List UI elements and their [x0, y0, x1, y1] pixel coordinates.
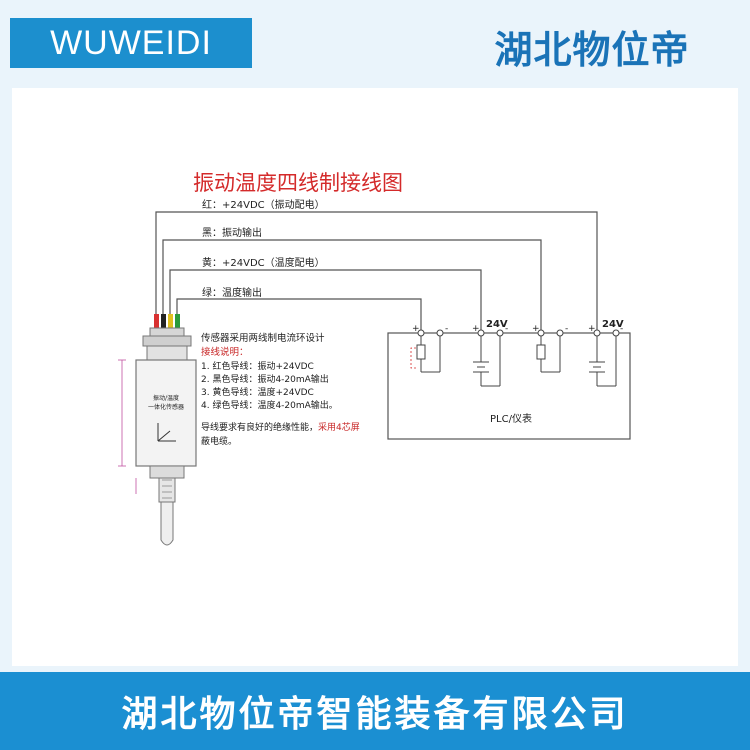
plc-box [387, 332, 631, 440]
wire-label-green: 绿：温度输出 [202, 286, 262, 299]
wire-red-route [155, 211, 598, 330]
channel-1 [416, 329, 504, 387]
notes-subheading: 接线说明： [201, 346, 249, 358]
note-remark-lead: 导线要求有良好的绝缘性能， [201, 421, 318, 433]
channel-2 [536, 329, 620, 387]
wire-end-green [175, 314, 180, 328]
plc-label: PLC/仪表 [490, 412, 532, 425]
wire-label-black: 黑：振动输出 [202, 226, 262, 239]
ch2-supply-label: 24V [602, 319, 624, 330]
sensor-label-line1: 振动/温度 [153, 394, 179, 402]
sensor-label-line2: 一体化传感器 [148, 403, 184, 411]
diagram-panel [12, 88, 738, 666]
axis-mark-icon [157, 423, 176, 442]
note-line-3: 3. 黄色导线：温度+24VDC [201, 386, 314, 398]
wire-end-black [161, 314, 166, 328]
wire-routes [155, 211, 598, 330]
note-line-2: 2. 黑色导线：振动4-20mA输出 [201, 373, 329, 385]
ch1-minus-1: - [445, 324, 448, 334]
ch1-plus-1: + [412, 324, 420, 334]
note-line-1: 1. 红色导线：振动+24VDC [201, 360, 314, 372]
company-full-name: 湖北物位帝智能装备有限公司 [121, 694, 629, 735]
wire-end-yellow [168, 314, 173, 328]
company-short-name: 湖北物位帝 [494, 27, 690, 72]
channel-1-dashed-loop [410, 347, 416, 369]
ch2-plus-2: + [588, 324, 596, 334]
ch1-plus-2: + [472, 324, 480, 334]
ch1-minus-2: - [505, 324, 508, 334]
note-line-4: 4. 绿色导线：温度4-20mA输出。 [201, 399, 338, 411]
wire-end-red [154, 314, 159, 328]
wire-label-yellow: 黄：+24VDC（温度配电） [202, 256, 325, 269]
wire-ends [154, 314, 180, 328]
brand-logo: WUWEIDI [10, 18, 252, 68]
ch1-supply-label: 24V [486, 319, 508, 330]
wire-label-red: 红：+24VDC（振动配电） [202, 198, 325, 211]
note-remark-tail: 蔽电缆。 [201, 435, 237, 447]
brand-text: WUWEIDI [50, 23, 212, 62]
ch2-minus-2: - [620, 324, 623, 334]
wire-green-route [176, 298, 422, 330]
note-remark-highlight: 采用4芯屏 [318, 421, 360, 433]
sensor-body [118, 327, 197, 546]
diagram-title: 振动温度四线制接线图 [193, 171, 403, 195]
ch2-plus-1: + [532, 324, 540, 334]
wire-yellow-route [169, 269, 482, 330]
footer-banner: 湖北物位帝智能装备有限公司 [0, 672, 750, 750]
note-remark: 导线要求有良好的绝缘性能，采用4芯屏 [201, 421, 360, 433]
wire-black-route [162, 239, 542, 330]
notes-heading: 传感器采用两线制电流环设计 [201, 332, 325, 344]
ch2-minus-1: - [565, 324, 568, 334]
